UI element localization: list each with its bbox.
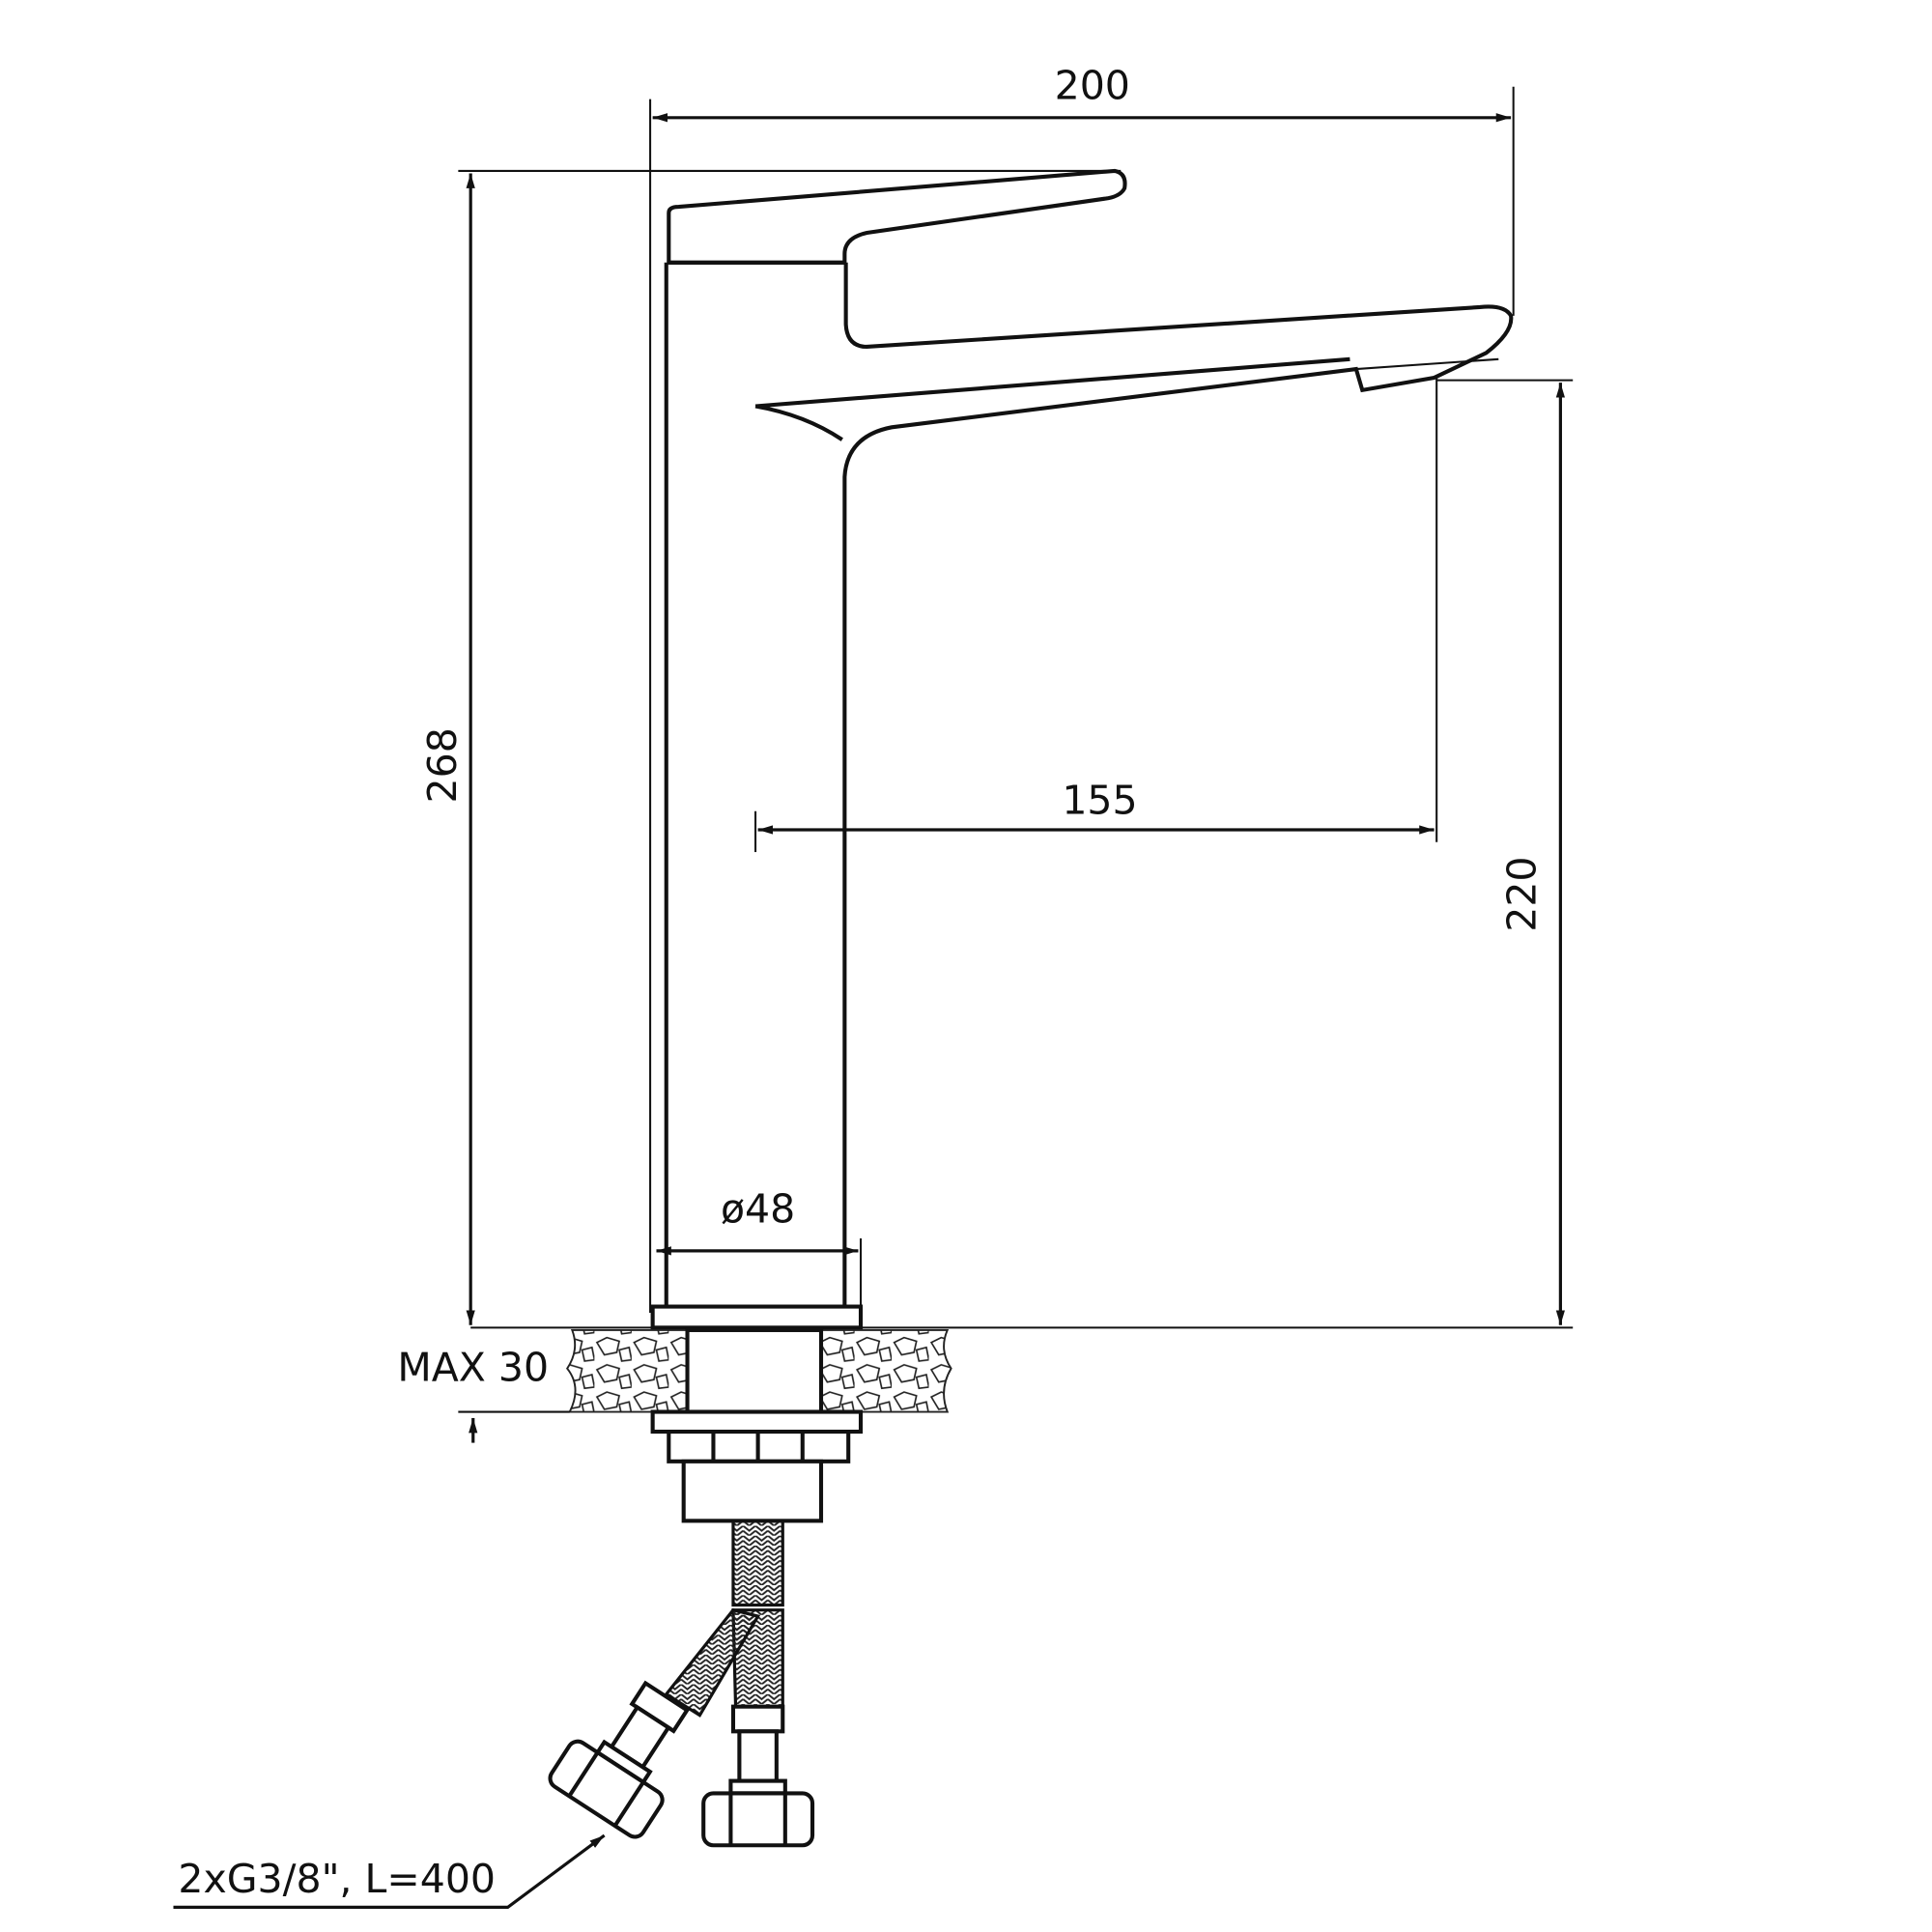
max-30-label: MAX 30 [397, 1344, 549, 1390]
dimension-spout-height: 220 [470, 379, 1574, 1329]
mounting-assembly: MAX 30 [397, 1304, 952, 1523]
dim-d48-label: ø48 [721, 1185, 795, 1232]
countertop-left [565, 1328, 689, 1413]
dimension-body-diameter: ø48 [656, 1185, 863, 1307]
dimension-spout-reach: 155 [754, 378, 1438, 853]
faucet-body [664, 168, 1514, 1307]
supply-hoses [548, 1519, 815, 1848]
dimension-overall-width: 200 [649, 63, 1515, 1313]
dim-268-label: 268 [419, 727, 466, 803]
hose-spec-label: 2xG3/8", L=400 [178, 1856, 496, 1902]
dim-200-label: 200 [1055, 63, 1130, 109]
dimension-overall-height: 268 [419, 169, 1122, 1325]
countertop-right [820, 1328, 952, 1413]
dim-220-label: 220 [1499, 856, 1546, 931]
dim-155-label: 155 [1062, 777, 1137, 823]
hose-spec-callout: 2xG3/8", L=400 [173, 1833, 606, 1909]
